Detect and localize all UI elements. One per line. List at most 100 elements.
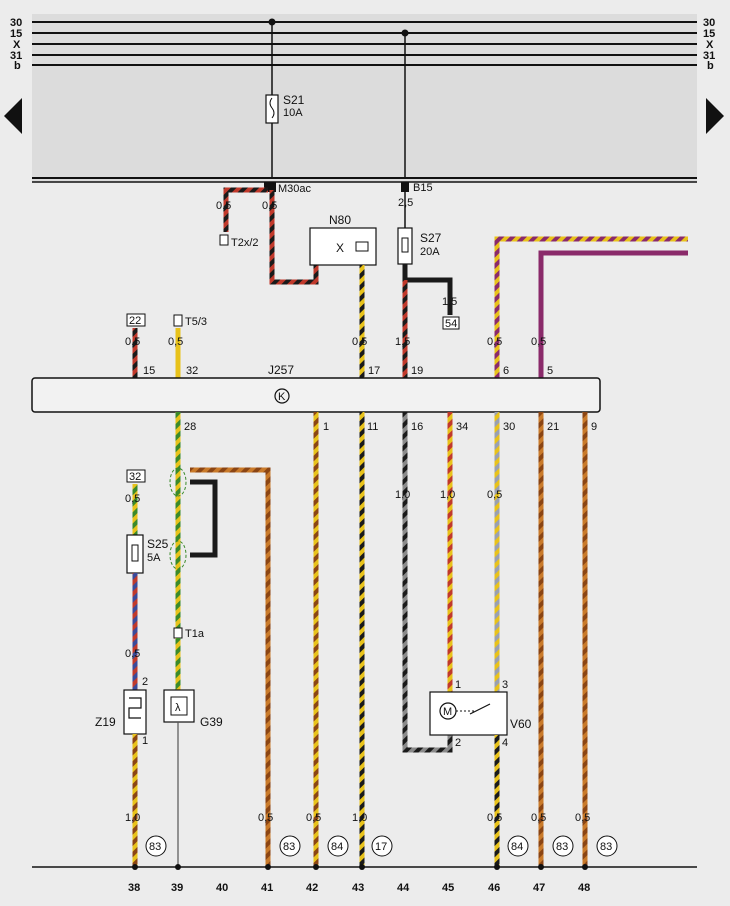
v60-pin-1: 1 — [455, 679, 461, 691]
k-symbol-icon — [274, 388, 290, 404]
ref-17-43: 17 — [375, 841, 387, 853]
k-label: K — [278, 391, 286, 403]
bus-label-15-right: 15 — [703, 28, 715, 40]
track-46: 46 — [488, 882, 500, 894]
top-pin-15: 15 — [143, 365, 155, 377]
n80-x-symbol: X — [336, 241, 344, 255]
bottom-pin-30: 30 — [503, 421, 515, 433]
j257-label: J257 — [268, 363, 294, 377]
track-40: 40 — [216, 882, 228, 894]
v60-label: V60 — [510, 717, 532, 731]
bus-label-30: 30 — [10, 17, 22, 29]
track-48: 48 — [578, 882, 590, 894]
n80-coil — [355, 241, 369, 252]
top-pin-19: 19 — [411, 365, 423, 377]
top-pin-32: 32 — [186, 365, 198, 377]
bus-label-30-right: 30 — [703, 17, 715, 29]
m30ac-label: M30ac — [278, 183, 312, 195]
ref-83-48: 83 — [600, 841, 612, 853]
track-42: 42 — [306, 882, 318, 894]
wire-s27-54 — [402, 264, 453, 315]
motor-m-symbol: M — [443, 706, 452, 718]
v60-pin-4: 4 — [502, 737, 508, 749]
bottom-pin-1: 1 — [323, 421, 329, 433]
s25-rating: 5A — [147, 552, 161, 564]
wire-size-s27-out: 1,5 — [442, 296, 457, 308]
z19-label: Z19 — [95, 715, 116, 729]
bottom-pin-16: 16 — [411, 421, 423, 433]
pin-box-32-label: 32 — [129, 471, 141, 483]
t2x2-label: T2x/2 — [231, 237, 259, 249]
connector-t53 — [173, 314, 183, 327]
bus-labels-right: 30 15 X 31 b — [703, 17, 715, 72]
track-41: 41 — [261, 882, 273, 894]
v60-pin-2: 2 — [455, 737, 461, 749]
ref-83-47: 83 — [556, 841, 568, 853]
bus-labels-left: 30 15 X 31 b — [10, 17, 22, 72]
s21-label: S21 — [283, 93, 305, 107]
track-45: 45 — [442, 882, 454, 894]
top-pin-5: 5 — [547, 365, 553, 377]
g39-lambda-icon: λ — [175, 702, 181, 714]
t53-label: T5/3 — [185, 316, 207, 328]
top-pin-6: 6 — [503, 365, 509, 377]
shield-ellipse-top — [169, 467, 187, 497]
wire-shield — [190, 479, 218, 558]
pin-box-54 — [442, 316, 460, 330]
wire-size-46: 0,5 — [487, 812, 502, 824]
wire-size-m30-right: 0,5 — [262, 200, 277, 212]
wire-m30-t2x2 — [223, 187, 268, 232]
motor-v60 — [429, 691, 508, 736]
wire-size-41: 0,5 — [258, 812, 273, 824]
wire-size-42: 0,5 — [306, 812, 321, 824]
s25-label: S25 — [147, 537, 169, 551]
arrow-left-icon[interactable] — [4, 98, 22, 134]
connector-m30ac — [264, 182, 276, 192]
wire-41 — [190, 467, 271, 866]
bottom-pin-11: 11 — [367, 421, 378, 433]
bottom-pin-28: 28 — [184, 421, 196, 433]
sensor-g39 — [163, 689, 195, 723]
wire-size-43: 1,0 — [352, 812, 367, 824]
track-44: 44 — [397, 882, 410, 894]
track-39: 39 — [171, 882, 183, 894]
t1a-label: T1a — [185, 628, 205, 640]
wire-size-16: 1,0 — [395, 489, 410, 501]
wire-size-b15: 2,5 — [398, 197, 413, 209]
reference-markers: 83 83 84 17 84 83 83 — [145, 835, 618, 857]
g39-label: G39 — [200, 715, 223, 729]
pin-box-22 — [126, 313, 146, 327]
ref-83-38: 83 — [149, 841, 161, 853]
wire-size-47: 0,5 — [531, 812, 546, 824]
wire-violet-5 — [538, 250, 688, 370]
wire-size-30: 0,5 — [487, 489, 502, 501]
bus-label-b: b — [14, 60, 21, 72]
ref-83-41: 83 — [283, 841, 295, 853]
connector-b15 — [401, 182, 409, 192]
arrow-right-icon[interactable] — [706, 98, 724, 134]
wire-m30-n80 — [269, 190, 319, 285]
track-numbers: 38 39 40 41 42 43 44 45 46 47 48 — [128, 882, 590, 894]
v60-switch-icon — [469, 703, 491, 715]
bus-label-31-right: 31 — [703, 50, 715, 62]
z19-pin-1: 1 — [142, 735, 148, 747]
control-unit-j257 — [31, 377, 601, 413]
heater-z19 — [123, 689, 147, 735]
track-47: 47 — [533, 882, 545, 894]
bus-label-15: 15 — [10, 28, 22, 40]
connector-t1a — [173, 627, 183, 639]
wire-size-s25-out: 0,5 — [125, 648, 140, 660]
bottom-pin-9: 9 — [591, 421, 597, 433]
wire-size-32: 0,5 — [168, 336, 183, 348]
bus-label-31: 31 — [10, 50, 22, 62]
wire-size-z19-out: 1,0 — [125, 812, 140, 824]
s27-label: S27 — [420, 231, 442, 245]
bus-label-x-right: X — [706, 39, 714, 51]
track-43: 43 — [352, 882, 364, 894]
wire-size-m30-left: 0,5 — [216, 200, 231, 212]
wire-size-48: 0,5 — [575, 812, 590, 824]
ref-84-42: 84 — [331, 841, 343, 853]
wire-16-v60 — [402, 412, 453, 753]
pin-box-22-label: 22 — [129, 315, 141, 327]
